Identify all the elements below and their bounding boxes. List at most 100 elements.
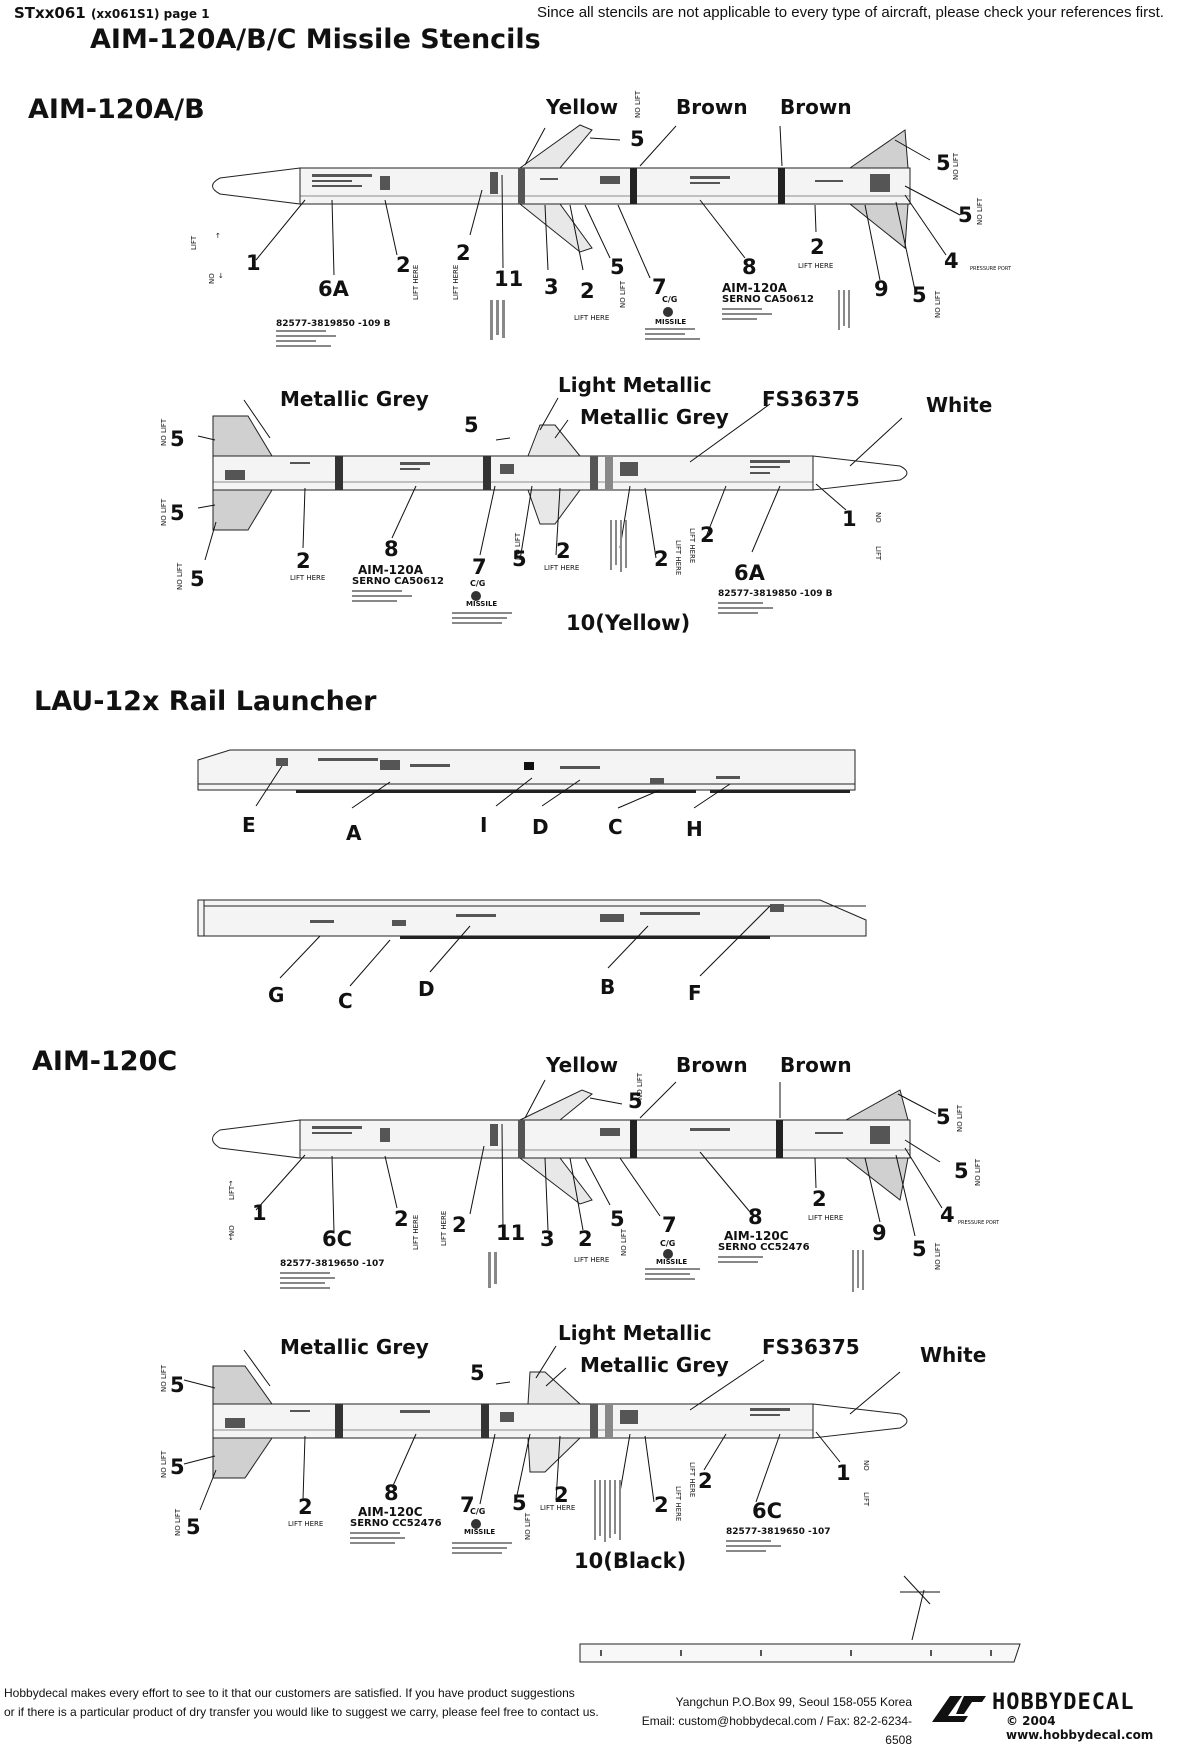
mid-wing-bottom: [527, 489, 581, 525]
copyright: © 2004 www.hobbydecal.com: [1006, 1714, 1154, 1742]
svg-text:LIFT HERE: LIFT HERE: [688, 1462, 696, 1497]
cg-symbol-icon: [663, 307, 673, 317]
callout-1: 1: [836, 1461, 851, 1485]
callout-2c: 2: [654, 547, 669, 571]
svg-text:NO: NO: [228, 1225, 236, 1236]
svg-text:LIFT HERE: LIFT HERE: [452, 265, 460, 300]
cg-symbol-icon: [471, 591, 481, 601]
hobbydecal-logo-icon: [932, 1696, 986, 1722]
callout-7: 7: [472, 555, 487, 579]
lau-callout-d: D: [532, 815, 549, 839]
lau-rail-bottom: [197, 899, 867, 987]
callout-2d: 2: [700, 523, 715, 547]
callout-7: 7: [662, 1213, 677, 1237]
lift-here-stencil: LIFT HERE: [412, 265, 420, 300]
callout-7: 7: [460, 1493, 475, 1517]
svg-text:NO LIFT: NO LIFT: [160, 418, 168, 446]
cg-symbol-icon: [663, 1249, 673, 1259]
lau-rail-top: [197, 749, 856, 809]
callout-1: 1: [246, 251, 261, 275]
svg-text:NO LIFT: NO LIFT: [619, 280, 627, 308]
callout-2a: 2: [298, 1495, 313, 1519]
callout-8: 8: [384, 1481, 399, 1505]
color-label-white: White: [926, 393, 992, 417]
brown-band-1: [630, 168, 637, 204]
callout-2b: 2: [554, 1483, 569, 1507]
color-label-yellow: Yellow: [545, 95, 618, 119]
svg-text:LIFT: LIFT: [874, 546, 882, 561]
svg-text:SERNO CC52476: SERNO CC52476: [350, 1518, 442, 1529]
svg-text:MISSILE: MISSILE: [464, 1528, 495, 1536]
no-lift-stencil: NO LIFT: [634, 90, 642, 118]
callout-5a: 5: [170, 427, 185, 451]
section-title-aim120c: AIM-120C: [32, 1046, 178, 1077]
svg-text:MISSILE: MISSILE: [655, 318, 686, 326]
svg-text:LIFT HERE: LIFT HERE: [290, 574, 325, 582]
svg-text:NO LIFT: NO LIFT: [934, 1242, 942, 1270]
color-label-brown-1: Brown: [676, 95, 748, 119]
svg-text:NO LIFT: NO LIFT: [636, 1072, 644, 1100]
brand-logo: HOBBYDECAL © 2004 www.hobbydecal.com: [928, 1690, 1194, 1742]
callout-5d: 5: [464, 413, 479, 437]
color-label-metallic-grey-2: Metallic Grey: [580, 405, 729, 429]
callout-1: 1: [252, 1201, 267, 1225]
callout-5b: 5: [936, 151, 951, 175]
svg-text:LIFT HERE: LIFT HERE: [688, 528, 696, 563]
callout-6c: 6C: [752, 1499, 782, 1523]
color-label-fs36375: FS36375: [762, 1335, 860, 1359]
missile-aim120ab-side1: LIFT ↑ NO ↓: [190, 124, 961, 291]
svg-text:↑: ↑: [228, 1180, 234, 1188]
callout-8: 8: [384, 537, 399, 561]
reference-note: Since all stencils are not applicable to…: [537, 4, 1164, 21]
svg-text:MISSILE: MISSILE: [466, 600, 497, 608]
callout-2b: 2: [456, 241, 471, 265]
svg-text:LIFT: LIFT: [228, 1185, 236, 1200]
rear-fin-bottom: [848, 203, 909, 249]
lau-callout-c: C: [608, 815, 623, 839]
email-fax: Email: custom@hobbydecal.com / Fax: 82-2…: [641, 1714, 912, 1747]
svg-text:C/G: C/G: [470, 1507, 485, 1516]
callout-1: 1: [842, 507, 857, 531]
callout-11: 11: [494, 267, 523, 291]
svg-text:LIFT HERE: LIFT HERE: [574, 1256, 609, 1264]
lift-marking: LIFT: [190, 235, 198, 250]
lau-callout-a: A: [346, 821, 362, 845]
callout-6a: 6A: [318, 277, 350, 301]
svg-text:LIFT HERE: LIFT HERE: [288, 1520, 323, 1528]
callout-4: 4: [944, 249, 959, 273]
svg-text:C/G: C/G: [660, 1239, 675, 1248]
svg-text:NO: NO: [862, 1460, 870, 1471]
color-label-light-metallic: Light Metallic: [558, 1321, 712, 1345]
arrow-up-icon: ↑: [215, 232, 221, 240]
footer-line-1: Hobbydecal makes every effort to see to …: [4, 1686, 575, 1700]
svg-text:NO LIFT: NO LIFT: [952, 152, 960, 180]
lau-callout-c2: C: [338, 989, 353, 1013]
serno-stencil: SERNO CA50612: [722, 294, 814, 305]
brand-name: HOBBYDECAL: [992, 1690, 1135, 1715]
callout-5c: 5: [958, 203, 973, 227]
callout-8: 8: [742, 255, 757, 279]
svg-text:NO LIFT: NO LIFT: [956, 1104, 964, 1132]
yellow-band: [518, 168, 525, 204]
svg-text:NO: NO: [874, 512, 882, 523]
page-title: AIM-120A/B/C Missile Stencils: [90, 24, 541, 55]
callout-5b: 5: [936, 1105, 951, 1129]
svg-text:↓: ↓: [218, 272, 224, 280]
lau-callout-d2: D: [418, 977, 435, 1001]
nose-cone: [212, 167, 301, 205]
callout-5c: 5: [186, 1515, 201, 1539]
svg-text:NO LIFT: NO LIFT: [174, 1508, 182, 1536]
svg-text:AIM-120A: AIM-120A: [358, 563, 424, 577]
callout-5e: 5: [912, 1237, 927, 1261]
missile-aim120c-side1: LIFT ↑ NO ↓: [212, 1079, 943, 1242]
contact-block: Yangchun P.O.Box 99, Seoul 158-055 Korea…: [620, 1693, 912, 1750]
svg-text:NO LIFT: NO LIFT: [974, 1158, 982, 1186]
mid-wing-top: [518, 124, 593, 169]
color-label-metallic-grey-2: Metallic Grey: [580, 1353, 729, 1377]
callout-5c: 5: [954, 1159, 969, 1183]
serial-stencil-6a: 82577-3819850 -109 B: [276, 319, 391, 329]
svg-text:LIFT HERE: LIFT HERE: [808, 1214, 843, 1222]
missile-aim120ab-side2: [197, 397, 908, 561]
callout-7: 7: [652, 275, 667, 299]
